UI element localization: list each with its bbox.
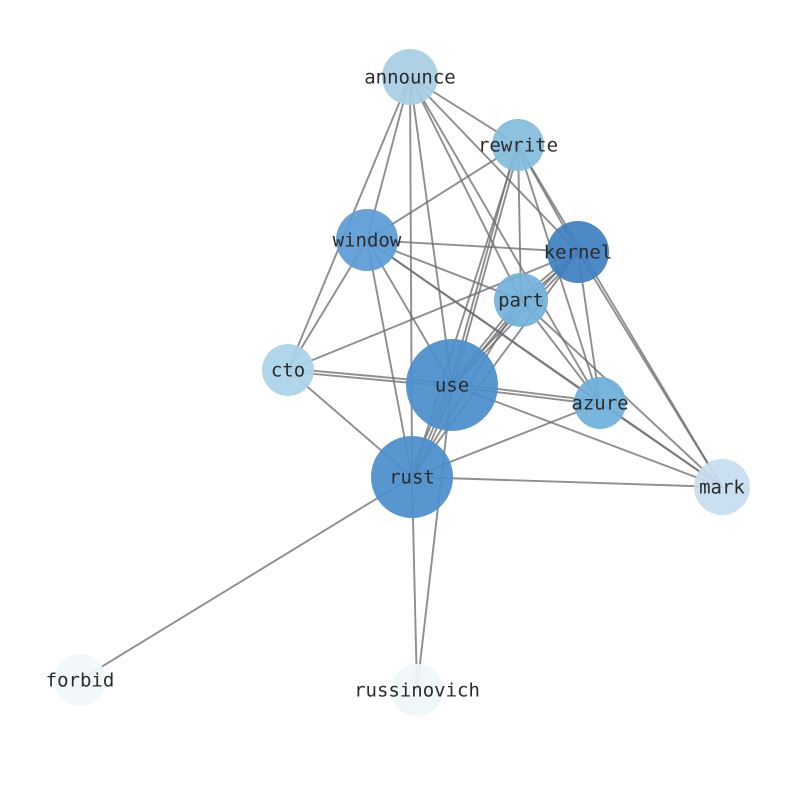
graph-node-cto[interactable] xyxy=(262,344,314,396)
graph-node-label-forbid: forbid xyxy=(46,670,115,692)
graph-edge xyxy=(79,476,413,681)
graph-node-part[interactable] xyxy=(494,273,548,327)
graph-node-kernel[interactable] xyxy=(547,221,609,283)
graph-edge xyxy=(409,76,579,253)
graph-edge xyxy=(411,476,723,488)
graph-node-azure[interactable] xyxy=(574,377,626,429)
graph-edge xyxy=(451,384,723,488)
graph-node-mark[interactable] xyxy=(694,459,750,515)
graph-edge xyxy=(416,384,453,691)
graph-node-label-rust: rust xyxy=(389,467,435,489)
graph-node-label-azure: azure xyxy=(571,393,628,415)
graph-node-use[interactable] xyxy=(406,339,498,431)
graph-edge xyxy=(287,251,579,371)
graph-node-label-rewrite: rewrite xyxy=(478,135,558,157)
graph-node-label-window: window xyxy=(333,230,402,252)
graph-node-window[interactable] xyxy=(336,209,398,271)
graph-edge xyxy=(577,251,723,488)
graph-edge xyxy=(409,76,522,301)
graph-node-label-use: use xyxy=(435,375,469,397)
graph-node-label-announce: announce xyxy=(364,67,456,89)
graph-edge xyxy=(409,76,413,478)
graph-node-forbid[interactable] xyxy=(54,654,106,706)
graph-node-label-kernel: kernel xyxy=(544,242,613,264)
graph-edge xyxy=(411,251,579,478)
graph-edge xyxy=(409,76,453,386)
label-layer: announce rewrite window kernel part cto use azu… xyxy=(46,67,746,702)
graph-edge xyxy=(366,239,579,253)
graph-node-label-part: part xyxy=(498,290,544,312)
graph-node-label-mark: mark xyxy=(699,477,745,499)
graph-edge xyxy=(409,76,601,404)
graph-node-label-cto: cto xyxy=(271,360,305,382)
graph-node-rewrite[interactable] xyxy=(492,119,544,171)
graph-node-rust[interactable] xyxy=(371,436,453,518)
graph-node-label-russinovich: russinovich xyxy=(354,680,480,702)
graph-node-announce[interactable] xyxy=(382,49,438,105)
node-layer xyxy=(54,49,750,716)
edge-layer xyxy=(79,76,723,691)
graph-node-russinovich[interactable] xyxy=(391,664,443,716)
